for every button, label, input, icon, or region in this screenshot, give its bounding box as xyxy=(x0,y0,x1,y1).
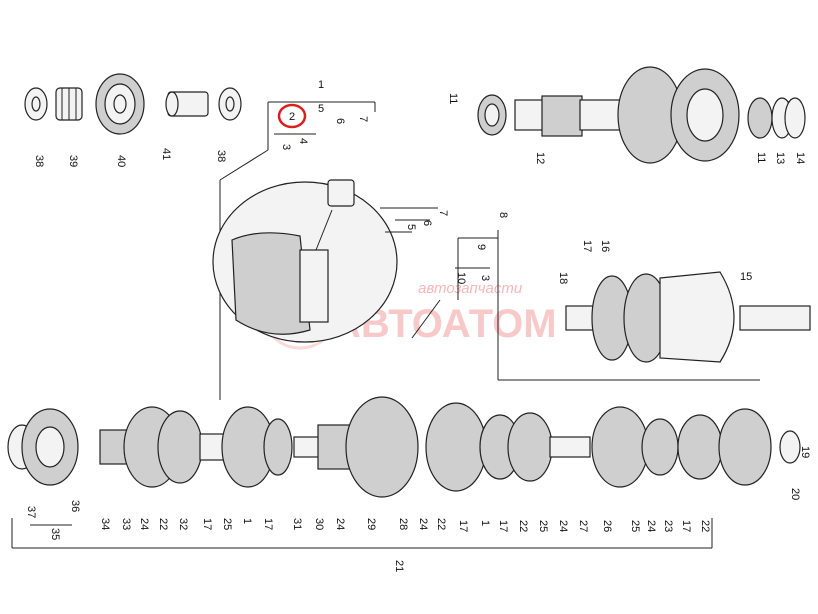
callout-24: 24 xyxy=(138,518,150,530)
callout-22: 22 xyxy=(699,520,711,532)
callout-15: 15 xyxy=(740,271,752,283)
callout-20: 20 xyxy=(789,488,801,500)
callout-24: 24 xyxy=(417,518,429,530)
callout-34: 34 xyxy=(99,518,111,530)
callout-12: 12 xyxy=(534,152,546,164)
callout-7: 7 xyxy=(437,210,449,216)
callout-25: 25 xyxy=(629,520,641,532)
callout-11: 11 xyxy=(447,93,459,104)
callout-19: 19 xyxy=(799,446,811,458)
callout-22: 22 xyxy=(157,518,169,530)
callout-17: 17 xyxy=(581,240,593,252)
callout-17: 17 xyxy=(262,518,274,530)
callout-3: 3 xyxy=(479,275,491,281)
callout-32: 32 xyxy=(177,518,189,530)
callout-9: 9 xyxy=(475,244,487,250)
callout-1: 1 xyxy=(241,518,253,524)
output-shaft-assembly xyxy=(565,271,811,363)
callout-38: 38 xyxy=(215,150,227,162)
bottom-callout-brackets xyxy=(11,518,713,549)
callout-4: 4 xyxy=(297,138,309,144)
callout-8: 8 xyxy=(497,212,509,218)
callout-16: 16 xyxy=(599,240,611,252)
callout-24: 24 xyxy=(334,518,346,530)
callout-17: 17 xyxy=(680,520,692,532)
main-shaft-assembly xyxy=(7,396,801,498)
callout-38: 38 xyxy=(33,155,45,167)
callout-5: 5 xyxy=(318,103,324,115)
callout-10: 10 xyxy=(455,272,467,284)
watermark-tagline: автозапчасти xyxy=(418,280,523,297)
callout-1: 1 xyxy=(479,520,491,526)
callout-24: 24 xyxy=(557,520,569,532)
callout-28: 28 xyxy=(397,518,409,530)
callout-14: 14 xyxy=(794,152,806,164)
callout-22: 22 xyxy=(517,520,529,532)
callout-17: 17 xyxy=(201,518,213,530)
callout-37: 37 xyxy=(25,506,37,518)
callout-41: 41 xyxy=(160,148,172,160)
callout-30: 30 xyxy=(313,518,325,530)
callout-7: 7 xyxy=(357,116,369,122)
callout-40: 40 xyxy=(115,155,127,167)
callout-33: 33 xyxy=(120,518,132,530)
callout-18: 18 xyxy=(557,272,569,284)
callout-1: 1 xyxy=(318,79,324,91)
callout-23: 23 xyxy=(662,520,674,532)
callout-26: 26 xyxy=(601,520,613,532)
callout-21: 21 xyxy=(393,560,405,572)
input-shaft-assembly xyxy=(477,66,806,164)
callout-11: 11 xyxy=(755,152,767,163)
callout-36: 36 xyxy=(69,500,81,512)
callout-5: 5 xyxy=(405,224,417,230)
callout-6: 6 xyxy=(334,118,346,124)
callout-24: 24 xyxy=(645,520,657,532)
top-left-parts xyxy=(24,73,242,135)
callout-25: 25 xyxy=(537,520,549,532)
callout-27: 27 xyxy=(577,520,589,532)
callout-3: 3 xyxy=(280,144,292,150)
callout-13: 13 xyxy=(774,152,786,164)
callout-25: 25 xyxy=(221,518,233,530)
callout-2: 2 xyxy=(289,111,295,123)
callout-group-8-9-10 xyxy=(411,230,760,381)
callout-17: 17 xyxy=(497,520,509,532)
callout-17: 17 xyxy=(457,520,469,532)
callout-6: 6 xyxy=(421,220,433,226)
callout-29: 29 xyxy=(365,518,377,530)
callout-35: 35 xyxy=(49,528,61,540)
highlight-part-2: 2 xyxy=(277,103,307,129)
callout-22: 22 xyxy=(435,518,447,530)
callout-39: 39 xyxy=(67,155,79,167)
detail-subcallouts xyxy=(380,207,438,233)
callout-31: 31 xyxy=(291,518,303,530)
